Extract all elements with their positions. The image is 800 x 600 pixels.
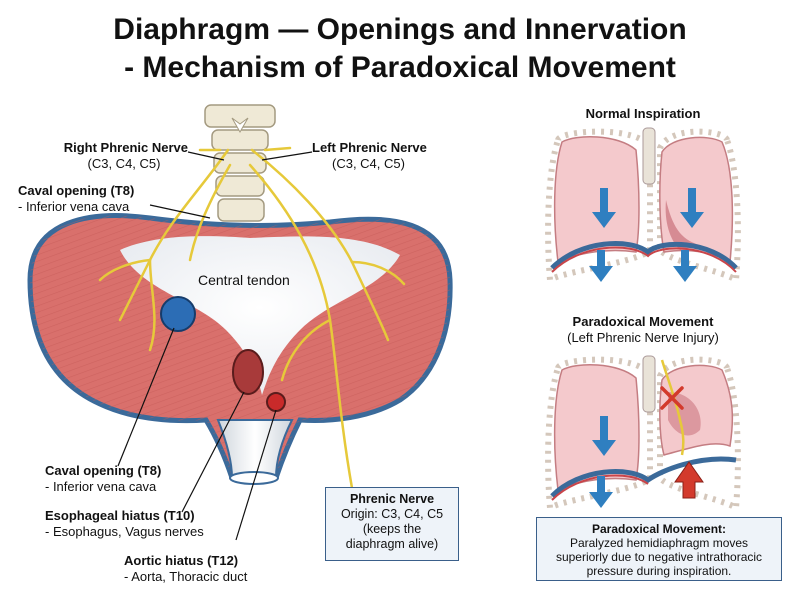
phrenic-box-line2: (keeps the [362,522,422,536]
diaphragm-shape [27,213,453,485]
esophageal-hiatus-name: Esophageal hiatus (T10) [45,508,195,523]
right-phrenic-nerve-label: Right Phrenic Nerve (C3, C4, C5) [20,140,188,172]
esophageal-hiatus-detail: - Esophagus, Vagus nerves [45,524,204,539]
paradox-box-title: Paradoxical Movement: [591,522,727,536]
caval-opening-label-bottom: Caval opening (T8) - Inferior vena cava [45,463,161,495]
left-phrenic-nerve-name: Left Phrenic Nerve [312,140,427,155]
caval-opening [160,296,196,332]
central-tendon-label: Central tendon [198,272,290,288]
aortic-hiatus [266,392,286,412]
phrenic-box-title: Phrenic Nerve [349,492,435,506]
paradox-box-line3: pressure during inspiration. [586,564,732,578]
aortic-hiatus-name: Aortic hiatus (T12) [124,553,239,568]
paradoxical-movement-info-box: Paradoxical Movement: Paralyzed hemidiap… [536,517,782,581]
phrenic-nerve-info-box: Phrenic Nerve Origin: C3, C4, C5 (keeps … [325,487,459,561]
right-phrenic-nerve-roots: (C3, C4, C5) [87,156,161,171]
caval-opening-name-top: Caval opening (T8) [18,183,135,198]
phrenic-box-line1: Origin: C3, C4, C5 [340,507,444,521]
paradoxical-movement-subtitle: (Left Phrenic Nerve Injury) [567,330,719,345]
phrenic-nerves [98,146,406,490]
normal-inspiration-illustration [545,127,741,286]
left-phrenic-nerve-label: Left Phrenic Nerve (C3, C4, C5) [312,140,427,172]
spine-vertebrae [204,104,276,222]
leader-lines [117,151,313,541]
paradox-box-line1: Paralyzed hemidiaphragm moves [569,536,749,550]
paradoxical-movement-title: Paradoxical Movement [572,314,714,329]
esophageal-hiatus [232,349,264,395]
caval-opening-detail-top: - Inferior vena cava [18,199,130,214]
title-line-2: - Mechanism of Paradoxical Movement [124,51,676,84]
phrenic-box-line3: diaphragm alive) [345,537,439,551]
title-line-1: Diaphragm — Openings and Innervation [113,13,687,46]
caval-opening-detail-bottom: - Inferior vena cava [45,479,157,494]
aortic-hiatus-detail: - Aorta, Thoracic duct [124,569,248,584]
caval-opening-name-bottom: Caval opening (T8) [45,463,162,478]
left-phrenic-nerve-roots: (C3, C4, C5) [332,156,405,171]
esophageal-hiatus-label: Esophageal hiatus (T10) - Esophagus, Vag… [45,508,204,540]
paradoxical-movement-illustration [545,355,741,514]
caval-opening-label-top: Caval opening (T8) - Inferior vena cava [18,183,134,215]
normal-inspiration-title: Normal Inspiration [585,106,701,121]
right-phrenic-nerve-name: Right Phrenic Nerve [63,140,188,155]
paradox-box-line2: superiorly due to negative intrathoracic [555,550,763,564]
aortic-hiatus-label: Aortic hiatus (T12) - Aorta, Thoracic du… [124,553,247,585]
